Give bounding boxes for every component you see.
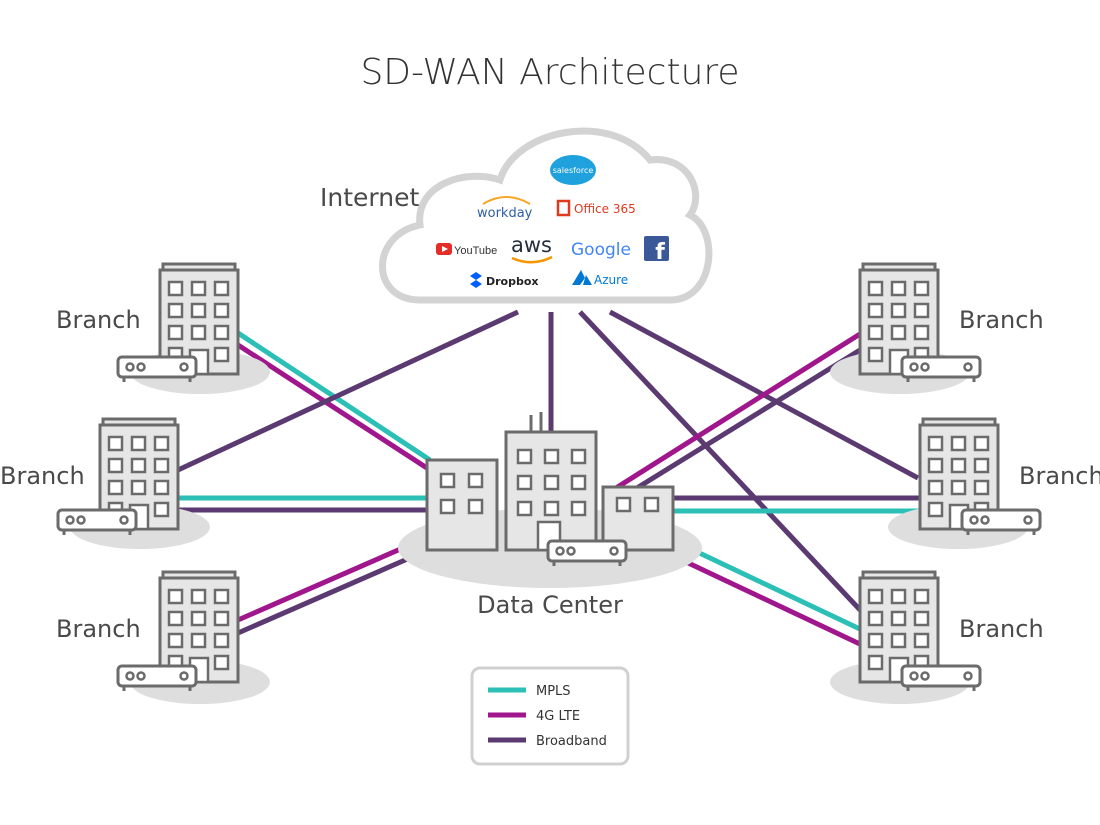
link-mpls-br [670, 537, 864, 633]
branch-label: Branch [1019, 462, 1100, 490]
branch-bottom-left [116, 570, 270, 704]
branch-top-right [830, 262, 982, 394]
link-broadband-ml-internet [176, 309, 520, 473]
link-broadband-tr [622, 347, 862, 499]
svg-text:YouTube: YouTube [454, 245, 497, 257]
link-lte-tl [236, 342, 432, 473]
internet-label: Internet [320, 183, 419, 212]
branch-top-left [116, 262, 270, 394]
legend-label-mpls: MPLS [536, 684, 571, 699]
google-logo: Google [571, 240, 631, 260]
azure-logo: Azure [572, 270, 628, 287]
branch-bottom-right [830, 570, 982, 704]
legend: MPLS 4G LTE Broadband [470, 666, 630, 766]
salesforce-logo: salesforce [550, 155, 596, 185]
svg-text:f: f [655, 240, 665, 265]
dropbox-logo: Dropbox [470, 272, 539, 288]
aws-logo: aws [511, 233, 553, 264]
link-lte-bl [236, 534, 430, 623]
svg-text:Dropbox: Dropbox [486, 275, 539, 288]
office365-logo: Office 365 [556, 199, 636, 217]
workday-logo: workday [477, 206, 533, 221]
svg-text:salesforce: salesforce [553, 166, 594, 175]
connections [176, 309, 920, 648]
link-lte-br [663, 549, 864, 648]
svg-text:Azure: Azure [594, 273, 628, 287]
facebook-logo: f [644, 236, 669, 265]
link-broadband-internet-br [578, 310, 864, 614]
branch-middle-right [888, 417, 1042, 549]
link-broadband-bl [236, 547, 430, 636]
legend-label-broadband: Broadband [536, 734, 607, 749]
branch-middle-left [56, 417, 210, 549]
page-title: SD-WAN Architecture [360, 52, 740, 93]
branch-label: Branch [959, 306, 1044, 334]
data-center [398, 412, 702, 588]
legend-label-lte: 4G LTE [536, 709, 580, 724]
svg-text:aws: aws [511, 233, 552, 257]
branch-label: Branch [56, 306, 141, 334]
data-center-label: Data Center [477, 591, 623, 619]
link-lte-tr [614, 331, 862, 491]
youtube-logo: YouTube [436, 243, 497, 257]
branch-label: Branch [959, 615, 1044, 643]
branch-label: Branch [0, 462, 85, 490]
internet-cloud: Internet salesforce workday Office 365 Y… [320, 127, 713, 304]
svg-text:Office 365: Office 365 [574, 202, 636, 216]
branch-label: Branch [56, 615, 141, 643]
